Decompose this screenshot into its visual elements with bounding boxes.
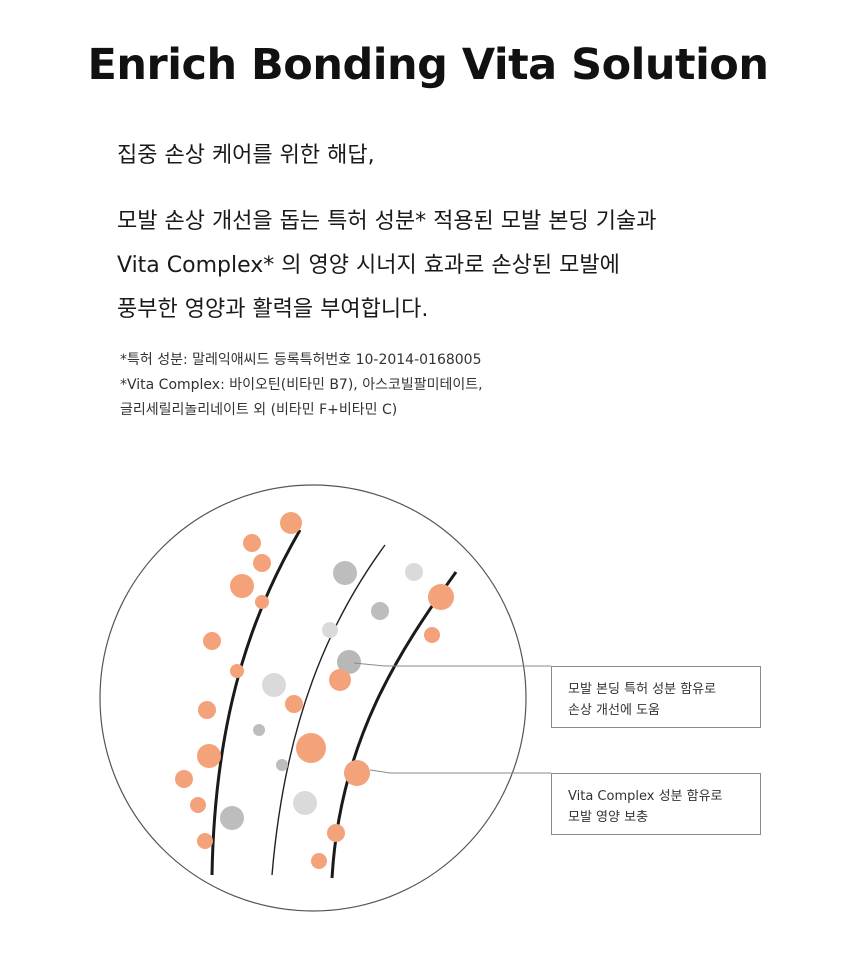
- gray-particle: [276, 759, 288, 771]
- orange-particle: [230, 664, 244, 678]
- footnotes: *특허 성분: 말레익애씨드 등록특허번호 10-2014-0168005 *V…: [120, 348, 483, 423]
- description: 모발 손상 개선을 돕는 특허 성분* 적용된 모발 본딩 기술과 Vita C…: [117, 200, 656, 332]
- hair-strand: [271, 544, 386, 876]
- orange-particle: [280, 512, 302, 534]
- callout-line: 손상 개선에 도움: [568, 703, 660, 718]
- gray-particle: [262, 673, 286, 697]
- vita-complex-callout: Vita Complex 성분 함유로 모발 영양 보충: [551, 773, 761, 835]
- hair-illustration: [99, 484, 551, 912]
- hair-diagram: 모발 본딩 특허 성분 함유로 손상 개선에 도움 Vita Complex 성…: [0, 480, 856, 965]
- orange-particle: [230, 574, 254, 598]
- description-line: 풍부한 영양과 활력을 부여합니다.: [117, 297, 429, 322]
- intro-text: 집중 손상 케어를 위한 해답,: [117, 143, 375, 168]
- orange-particle: [197, 833, 213, 849]
- magnify-circle: [99, 484, 527, 912]
- orange-particle: [198, 701, 216, 719]
- orange-particle: [285, 695, 303, 713]
- footnote-line: 글리세릴리놀리네이트 외 (비타민 F+비타민 C): [120, 402, 398, 418]
- orange-particle: [311, 853, 327, 869]
- footnote-line: *특허 성분: 말레익애씨드 등록특허번호 10-2014-0168005: [120, 352, 482, 368]
- gray-particle: [293, 791, 317, 815]
- description-line: Vita Complex* 의 영양 시너지 효과로 손상된 모발에: [117, 253, 620, 278]
- orange-particle: [424, 627, 440, 643]
- gray-particle: [253, 724, 265, 736]
- bonding-callout: 모발 본딩 특허 성분 함유로 손상 개선에 도움: [551, 666, 761, 728]
- callout-line: Vita Complex 성분 함유로: [568, 789, 723, 804]
- callout-leader-line: [369, 769, 551, 774]
- callout-line: 모발 영양 보충: [568, 810, 649, 825]
- gray-particle: [220, 806, 244, 830]
- gray-particle: [371, 602, 389, 620]
- orange-particle: [197, 744, 221, 768]
- page-title: Enrich Bonding Vita Solution: [87, 40, 769, 90]
- orange-particle: [296, 733, 326, 763]
- orange-particle: [203, 632, 221, 650]
- description-line: 모발 손상 개선을 돕는 특허 성분* 적용된 모발 본딩 기술과: [117, 209, 657, 234]
- orange-particle: [175, 770, 193, 788]
- orange-particle: [190, 797, 206, 813]
- hair-strand: [210, 529, 302, 876]
- gray-particle: [337, 650, 361, 674]
- gray-particle: [333, 561, 357, 585]
- callout-line: 모발 본딩 특허 성분 함유로: [568, 682, 717, 697]
- orange-particle: [255, 595, 269, 609]
- gray-particle: [405, 563, 423, 581]
- orange-particle: [428, 584, 454, 610]
- callout-leader-line: [353, 662, 551, 667]
- orange-particle: [243, 534, 261, 552]
- orange-particle: [344, 760, 370, 786]
- orange-particle: [253, 554, 271, 572]
- orange-particle: [329, 669, 351, 691]
- gray-particle: [322, 622, 338, 638]
- orange-particle: [327, 824, 345, 842]
- footnote-line: *Vita Complex: 바이오틴(비타민 B7), 아스코빌팔미테이트,: [120, 377, 483, 393]
